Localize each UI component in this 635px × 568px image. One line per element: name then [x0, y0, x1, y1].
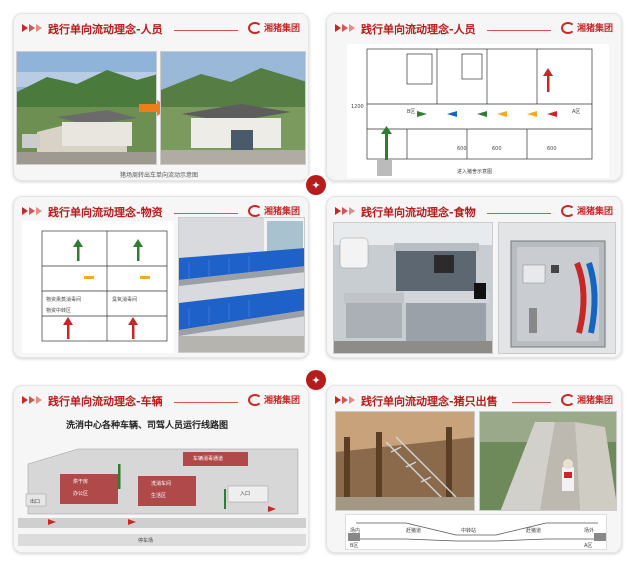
- slide-personnel-1[interactable]: 践行单向流动理念-人员 湘猪集团: [13, 13, 309, 181]
- arrows-icon: [22, 396, 42, 404]
- slide-personnel-2[interactable]: 践行单向流动理念-人员 湘猪集团: [326, 13, 622, 181]
- route-label-office: 办公区: [73, 491, 89, 497]
- label-dim-600-3: 600: [547, 146, 557, 152]
- company-logo: 湘猪集团: [560, 21, 613, 34]
- logo-text: 湘猪集团: [576, 24, 613, 34]
- company-logo: 湘猪集团: [247, 204, 300, 217]
- slide-food[interactable]: 践行单向流动理念-食物 湘猪集团: [326, 196, 622, 358]
- logo-mark-icon: [560, 204, 575, 217]
- route-label-zone-a: A区: [584, 543, 593, 549]
- room-label-ozone: 臭氧消毒间: [112, 297, 138, 303]
- logo-text: 湘猪集团: [263, 24, 300, 34]
- arrows-icon: [335, 207, 355, 215]
- route-label-chute-1: 赶猪道: [406, 528, 422, 534]
- arrows-icon: [22, 24, 42, 32]
- food-disinfection-cabinet-photo: [498, 222, 616, 354]
- sparkle-badge-icon: ✦: [306, 370, 326, 390]
- slide-title: 践行单向流动理念-人员: [48, 23, 163, 36]
- sparkle-badge-icon: ✦: [306, 175, 326, 195]
- slide-title: 践行单向流动理念-车辆: [48, 395, 163, 408]
- logo-text: 湘猪集团: [263, 207, 300, 217]
- logo-mark-icon: [560, 393, 575, 406]
- kitchen-photo: [333, 222, 493, 354]
- slide-pig-sale[interactable]: 践行单向流动理念-猪只出售 湘猪集团: [326, 385, 622, 553]
- slide-vehicles[interactable]: 践行单向流动理念-车辆 湘猪集团 洗消中心各种车辆、司驾人员运行线路图: [13, 385, 309, 553]
- slide-caption: 猪场周转出车单向流动示意图: [120, 172, 199, 179]
- company-logo: 湘猪集团: [247, 21, 300, 34]
- slide-header: 践行单向流动理念-物资 湘猪集团: [14, 197, 308, 227]
- room-label-fumigation: 物资熏蒸消毒间: [46, 297, 82, 303]
- vehicle-route-diagram: 出口 入口 烘干房 洗消车间 车辆消毒通道 办公区 生活区 停车场: [18, 434, 306, 550]
- route-label-outside: 场外: [584, 528, 595, 534]
- header-divider: [174, 402, 238, 403]
- slide-title: 践行单向流动理念-物资: [48, 206, 163, 219]
- pig-chute-photo-left: [335, 411, 475, 511]
- company-logo: 湘猪集团: [560, 393, 613, 406]
- farm-photo-after: [160, 51, 306, 165]
- logo-text: 湘猪集团: [576, 396, 613, 406]
- route-label-exit: 出口: [30, 499, 41, 505]
- label-dim-600-2: 600: [492, 146, 502, 152]
- floor-plan-materials: 物资熏蒸消毒间 臭氧消毒间 物资中转区: [22, 221, 174, 353]
- logo-text: 湘猪集团: [576, 207, 613, 217]
- logo-text: 湘猪集团: [263, 396, 300, 406]
- pig-chute-photo-right: [479, 411, 617, 511]
- label-dim-600-1: 600: [457, 146, 467, 152]
- farm-photo-before: [16, 51, 157, 165]
- header-divider: [174, 213, 238, 214]
- slide-header: 践行单向流动理念-猪只出售 湘猪集团: [327, 386, 621, 416]
- slide-title: 践行单向流动理念-猪只出售: [361, 395, 498, 408]
- logo-mark-icon: [247, 204, 262, 217]
- route-label-washing: 洗消车间: [151, 481, 172, 487]
- route-label-entry: 入口: [240, 491, 251, 497]
- arrows-icon: [22, 207, 42, 215]
- slide-title: 践行单向流动理念-人员: [361, 23, 476, 36]
- label-zone-b: B区: [407, 109, 416, 115]
- route-label-zone-b: B区: [350, 543, 359, 549]
- header-divider: [487, 30, 551, 31]
- floor-plan-caption: 进入猪舍示意图: [457, 169, 493, 175]
- slide-header: 践行单向流动理念-人员 湘猪集团: [14, 14, 308, 44]
- slide-materials[interactable]: 践行单向流动理念-物资 湘猪集团: [13, 196, 309, 358]
- slide-header: 践行单向流动理念-车辆 湘猪集团: [14, 386, 308, 416]
- header-divider: [512, 402, 551, 403]
- route-label-parking: 停车场: [138, 538, 154, 544]
- route-label-channel: 车辆消毒通道: [193, 456, 224, 462]
- floor-plan-personnel: B区 A区 600 600 600 1200 进入猪舍示意图: [347, 44, 609, 178]
- logo-mark-icon: [247, 21, 262, 34]
- arrows-icon: [335, 24, 355, 32]
- header-divider: [487, 213, 551, 214]
- route-label-chute-2: 赶猪道: [526, 528, 542, 534]
- label-dim-1200: 1200: [351, 104, 364, 110]
- pig-sale-route-diagram: 场内 赶猪道 中转站 赶猪道 场外 B区 A区: [345, 514, 607, 550]
- route-label-inside: 场内: [350, 528, 361, 534]
- label-zone-a: A区: [572, 109, 581, 115]
- slide-title: 践行单向流动理念-食物: [361, 206, 476, 219]
- route-diagram-title: 洗消中心各种车辆、司驾人员运行线路图: [66, 421, 229, 431]
- route-label-drying: 烘干房: [73, 479, 89, 485]
- route-label-living: 生活区: [151, 493, 167, 499]
- materials-shelf-photo: [178, 217, 305, 353]
- slide-header: 践行单向流动理念-人员 湘猪集团: [327, 14, 621, 44]
- arrows-icon: [335, 396, 355, 404]
- logo-mark-icon: [560, 21, 575, 34]
- slide-header: 践行单向流动理念-食物 湘猪集团: [327, 197, 621, 227]
- header-divider: [174, 30, 238, 31]
- company-logo: 湘猪集团: [560, 204, 613, 217]
- logo-mark-icon: [247, 393, 262, 406]
- room-label-transfer: 物资中转区: [46, 308, 72, 314]
- route-label-transfer-station: 中转站: [461, 528, 477, 534]
- company-logo: 湘猪集团: [247, 393, 300, 406]
